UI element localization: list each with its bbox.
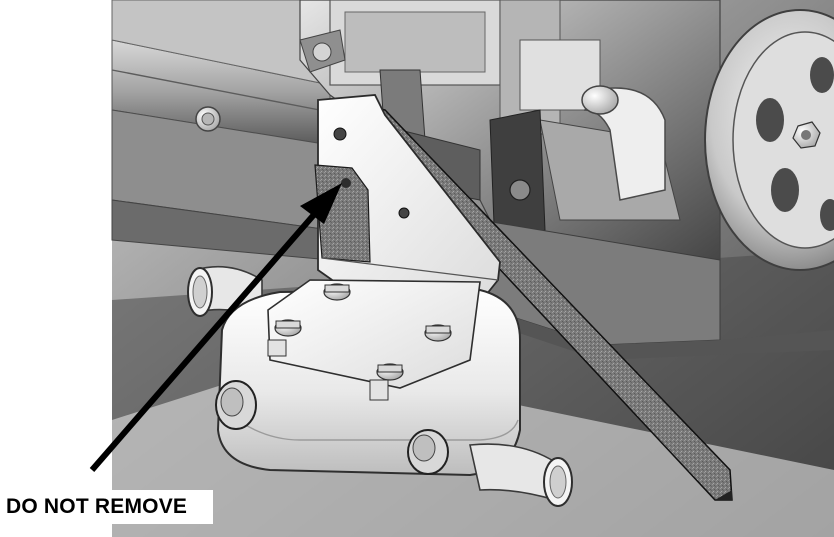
do-not-remove-label: DO NOT REMOVE: [6, 490, 214, 524]
engine-block: [299, 0, 834, 360]
bolt-set: [274, 283, 452, 381]
callout-arrow: [89, 183, 342, 472]
oil-cooler: [187, 265, 573, 507]
mounting-bracket: [314, 94, 501, 301]
crank-pulley: [704, 9, 834, 271]
frame-rail: [111, 0, 331, 261]
